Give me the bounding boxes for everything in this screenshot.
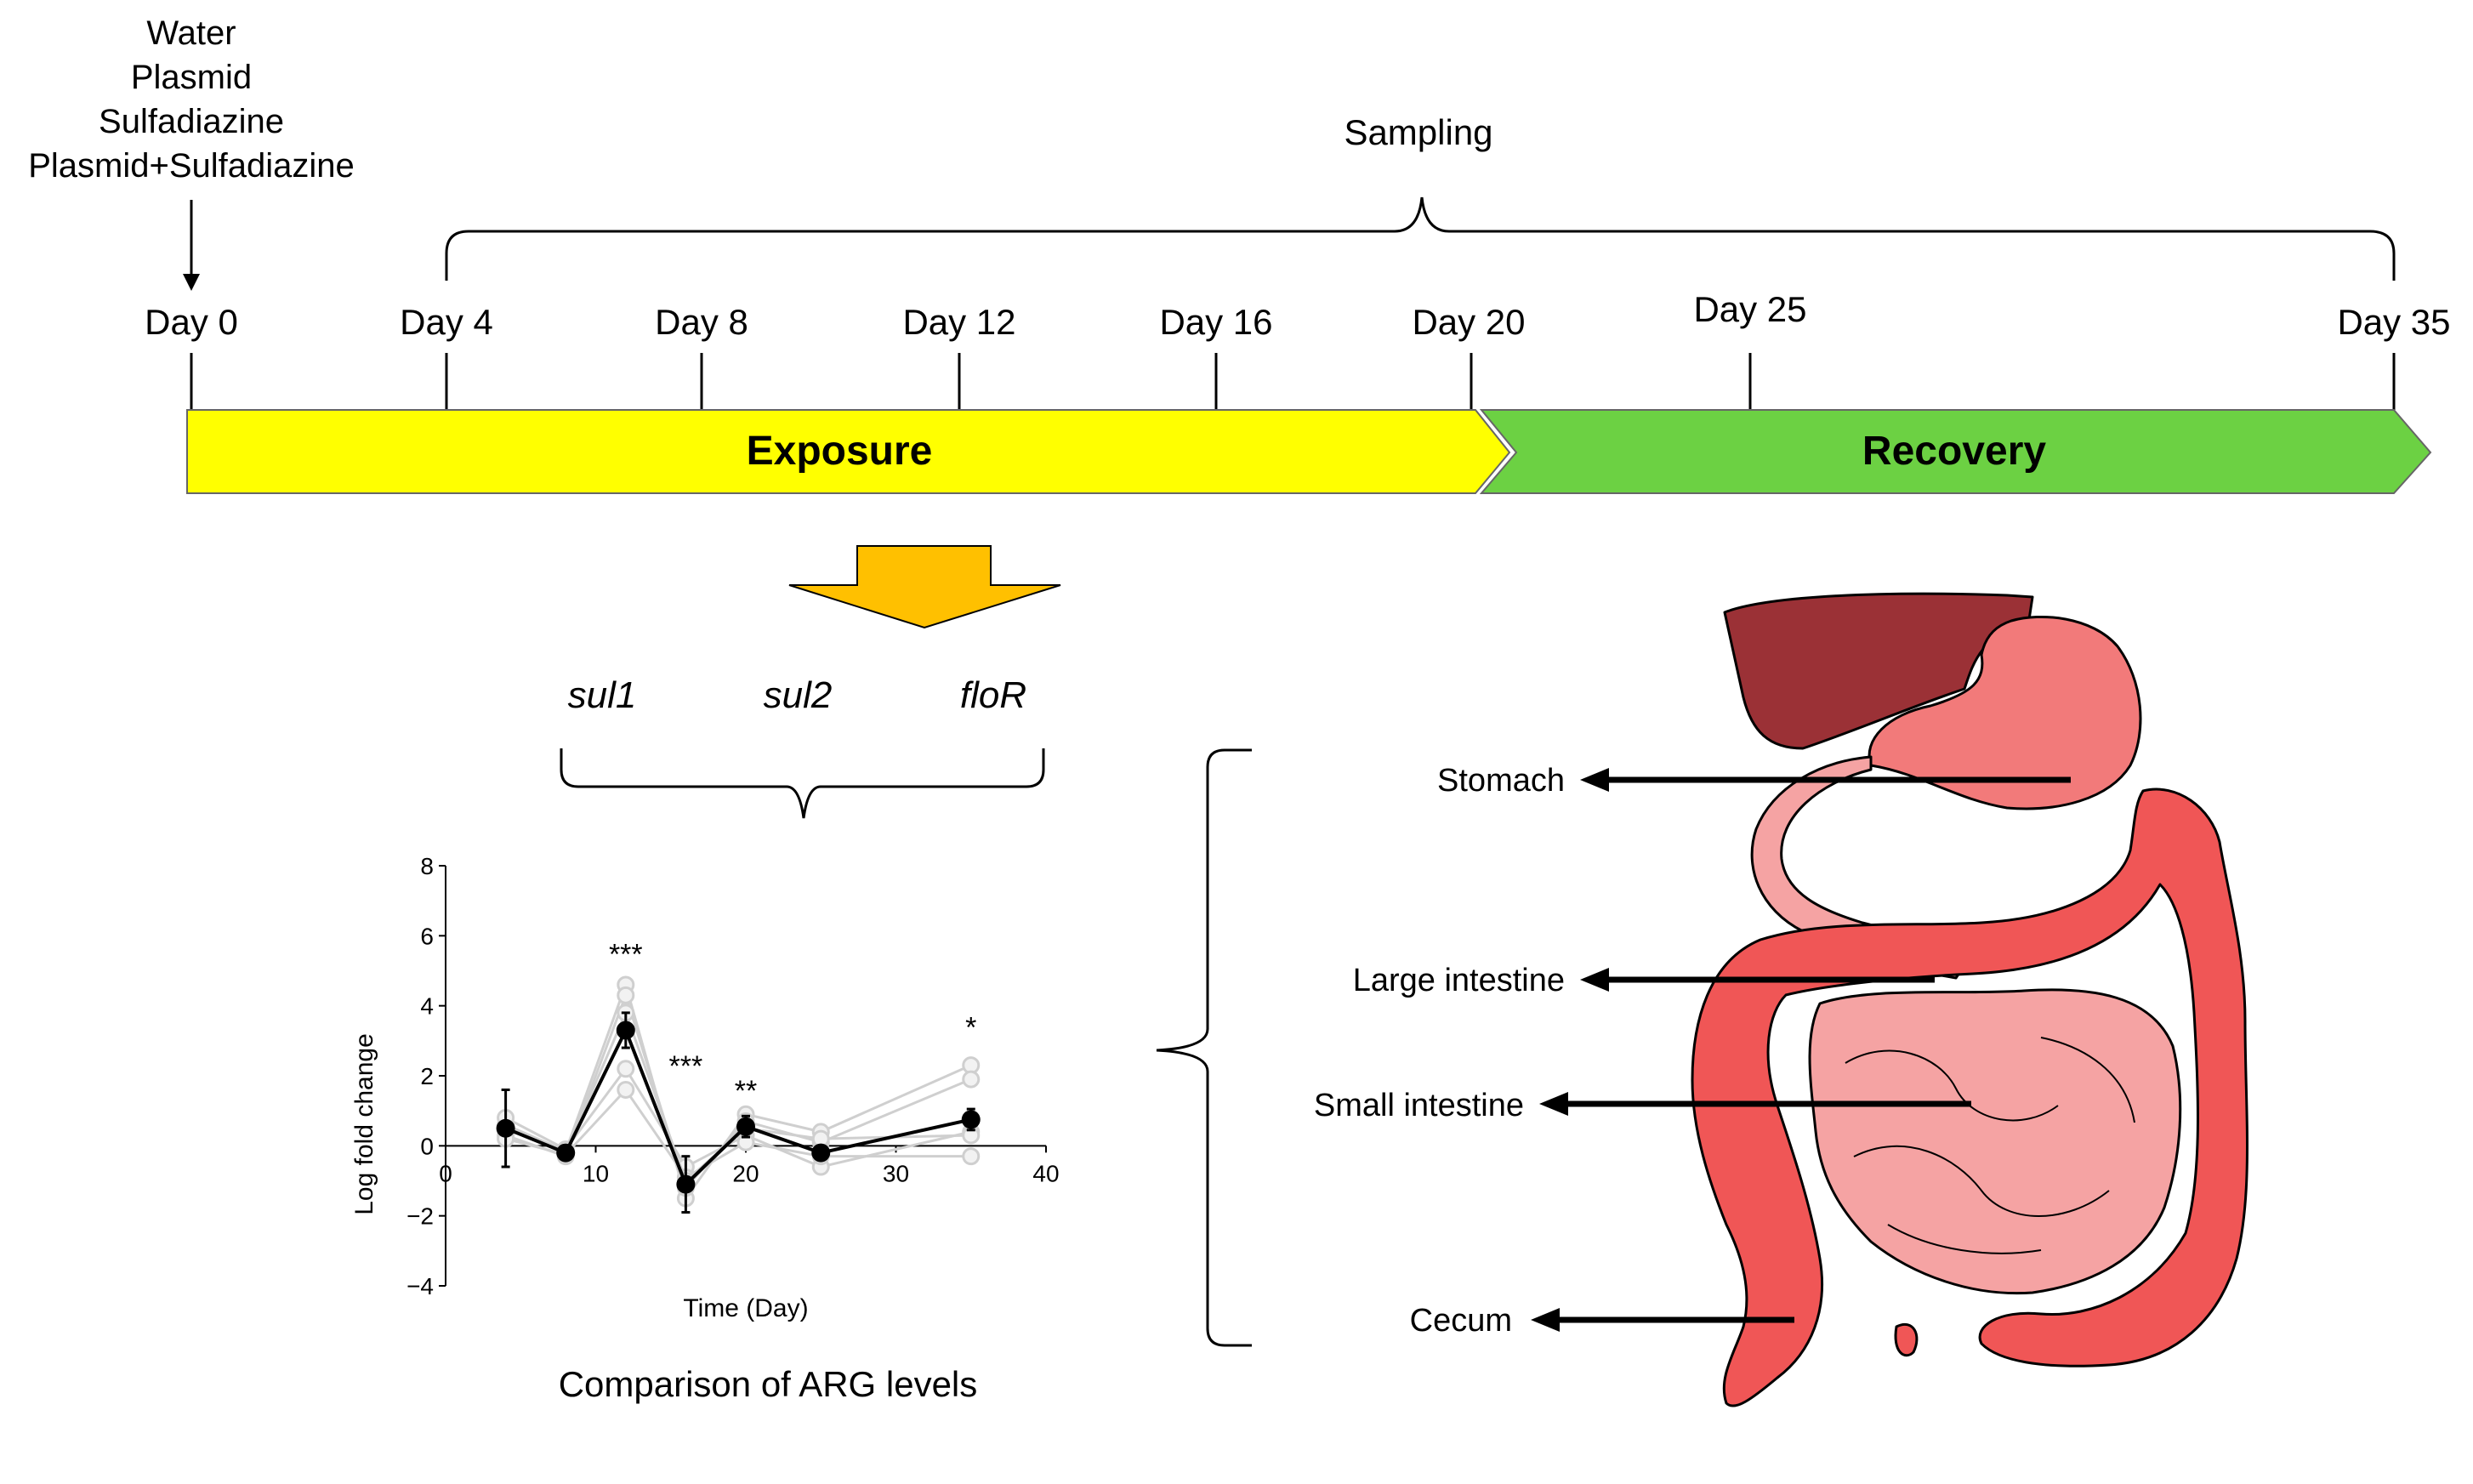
- treatment-plasmid-sulfadiazine: Plasmid+Sulfadiazine: [28, 147, 355, 185]
- recovery-bar: [1479, 409, 2432, 494]
- y-tick-label: 4: [420, 993, 434, 1020]
- gene-labels: sul1 sul2 floR: [568, 674, 1026, 716]
- y-tick-label: 0: [420, 1133, 434, 1159]
- timeline-days: Day 0 Day 4 Day 8 Day 12 Day 16 Day 20 D…: [145, 289, 2450, 342]
- day-35-label: Day 35: [2337, 302, 2450, 342]
- treatment-labels: Water Plasmid Sulfadiazine Plasmid+Sulfa…: [28, 14, 355, 185]
- significance-marker: *: [965, 1012, 976, 1044]
- gene-sul1: sul1: [568, 674, 637, 716]
- label-stomach: Stomach: [1437, 763, 1565, 799]
- gut-brace: [1156, 748, 1252, 1347]
- treatment-plasmid: Plasmid: [131, 59, 252, 96]
- significance-marker: ***: [609, 938, 643, 970]
- y-tick-label: −2: [406, 1203, 434, 1230]
- y-tick-label: 2: [420, 1063, 434, 1089]
- x-tick-label: 40: [1032, 1160, 1059, 1186]
- arrowhead-large-intestine-icon: [1580, 968, 1609, 992]
- exposure-label: Exposure: [747, 429, 933, 474]
- mean-series-point: [676, 1174, 696, 1194]
- x-tick-label: 10: [583, 1160, 609, 1186]
- significance-marker: **: [735, 1075, 757, 1107]
- duodenum-shape: [1750, 755, 1975, 980]
- liver-shape: [1723, 592, 2034, 750]
- x-tick-label: 30: [883, 1160, 909, 1186]
- day-16-label: Day 16: [1159, 302, 1272, 342]
- stomach-shape: [1868, 616, 2142, 810]
- label-cecum: Cecum: [1410, 1303, 1512, 1339]
- small-intestine-loops: [1845, 1037, 2135, 1254]
- timeline-ticks: [190, 353, 2396, 410]
- sampling-label: Sampling: [1344, 112, 1492, 152]
- day-8-label: Day 8: [655, 302, 748, 342]
- y-axis-label: Log fold change: [350, 1033, 378, 1215]
- significance-marker: ***: [669, 1050, 703, 1083]
- mean-series-point: [496, 1118, 515, 1138]
- x-tick-label: 0: [439, 1160, 452, 1186]
- background-series-point: [617, 986, 635, 1004]
- x-axis-label: Time (Day): [683, 1294, 808, 1322]
- organ-labels: Stomach Large intestine Small intestine …: [1314, 763, 1565, 1339]
- chart-caption: Comparison of ARG levels: [559, 1364, 978, 1404]
- sampling-brace: [445, 196, 2396, 281]
- background-series-point: [962, 1070, 981, 1089]
- day-0-label: Day 0: [145, 302, 238, 342]
- recovery-label: Recovery: [1862, 429, 2046, 474]
- mean-series-point: [811, 1143, 831, 1163]
- background-series-point: [962, 1147, 981, 1166]
- mean-series-point: [556, 1143, 576, 1163]
- treatment-arrow: [183, 200, 200, 291]
- appendix-shape: [1894, 1322, 1919, 1357]
- gene-floR: floR: [960, 674, 1026, 716]
- day-4-label: Day 4: [400, 302, 493, 342]
- treatment-sulfadiazine: Sulfadiazine: [99, 103, 284, 140]
- exposure-bar: [186, 409, 1511, 494]
- organ-arrows: [1531, 768, 2071, 1332]
- y-tick-label: −4: [406, 1273, 434, 1299]
- mean-series-point: [616, 1021, 635, 1040]
- day-20-label: Day 20: [1412, 302, 1525, 342]
- day-12-label: Day 12: [902, 302, 1015, 342]
- background-series-point: [617, 1080, 635, 1099]
- treatment-water: Water: [146, 14, 236, 52]
- y-tick-label: 6: [420, 923, 434, 949]
- x-tick-label: 20: [732, 1160, 759, 1186]
- arrowhead-small-intestine-icon: [1539, 1092, 1568, 1116]
- small-intestine-shape: [1808, 988, 2182, 1295]
- arrowhead-stomach-icon: [1580, 768, 1609, 792]
- down-arrow-icon: [788, 545, 1061, 629]
- mean-series-point: [736, 1117, 755, 1136]
- mean-series-point: [961, 1110, 981, 1129]
- y-tick-label: 8: [420, 853, 434, 879]
- arrowhead-cecum-icon: [1531, 1308, 1560, 1332]
- background-series-point: [617, 1060, 635, 1078]
- gi-tract-illustration: [1691, 592, 2248, 1407]
- day-25-label: Day 25: [1693, 289, 1806, 329]
- gene-sul2: sul2: [764, 674, 833, 716]
- label-large-intestine: Large intestine: [1353, 963, 1565, 998]
- gene-brace: [560, 748, 1045, 819]
- label-small-intestine: Small intestine: [1314, 1088, 1524, 1123]
